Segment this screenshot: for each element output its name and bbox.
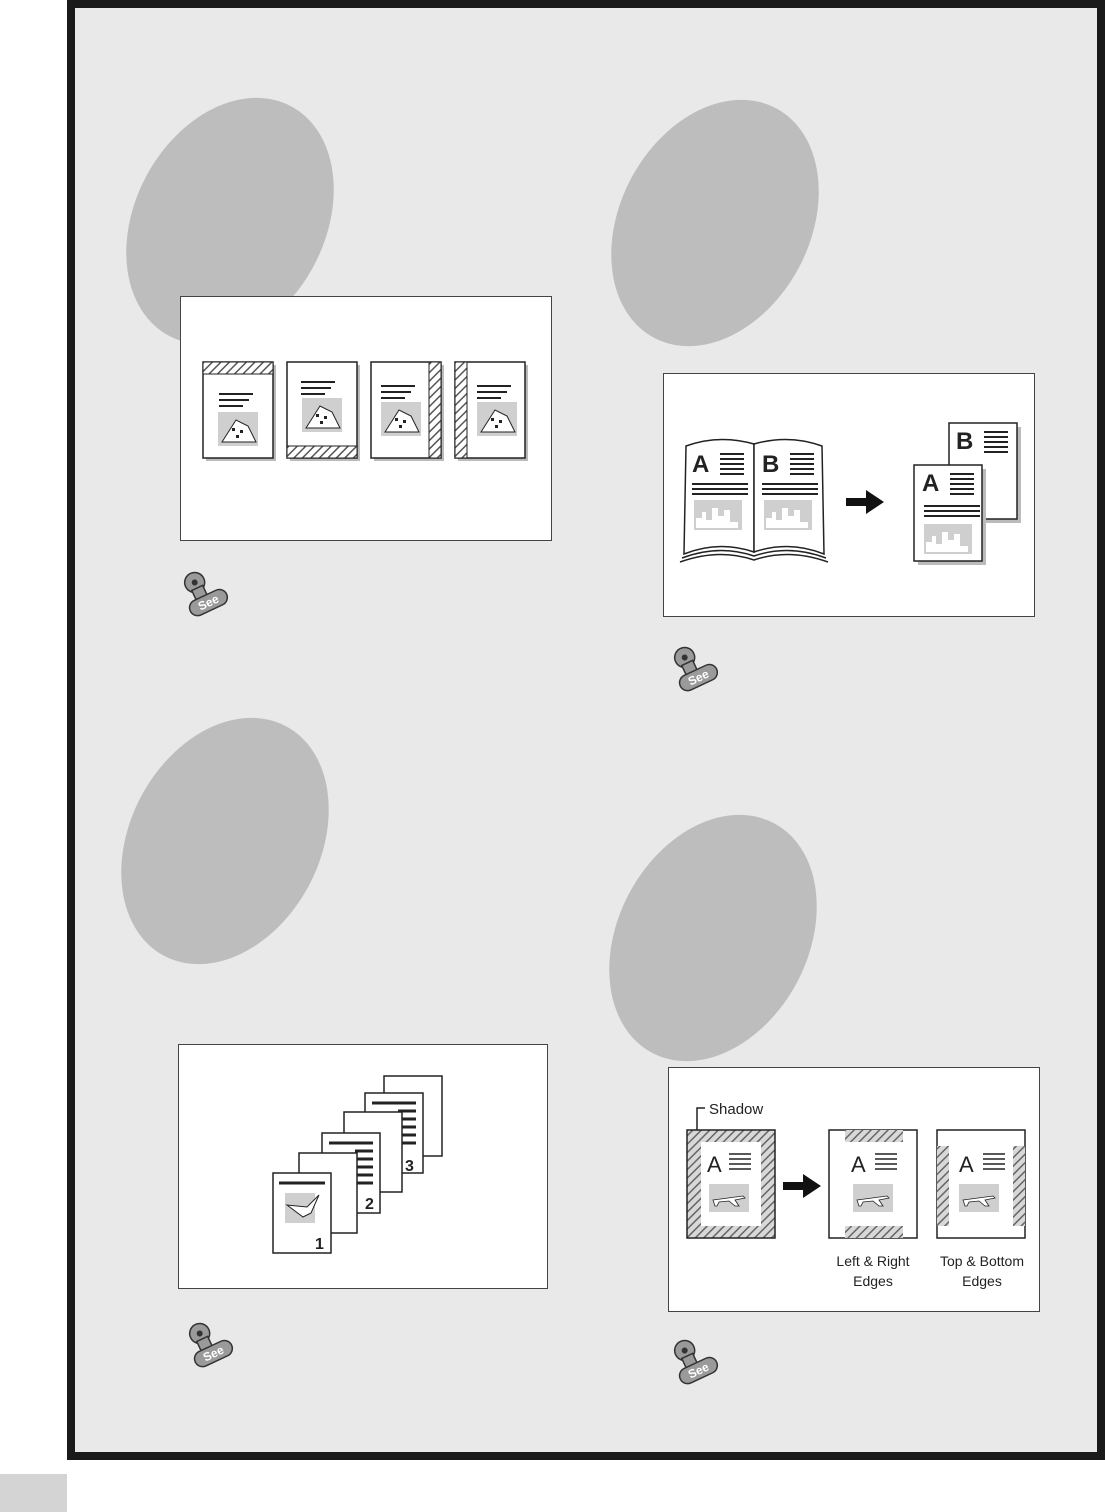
section-badge-bottom-left [80,681,370,1001]
see-reference-icon[interactable]: See [182,1311,242,1369]
page-b-label: B [762,451,779,478]
page-a-label: A [692,451,709,478]
set-2-label: 2 [365,1196,374,1213]
see-reference-icon[interactable]: See [667,1328,727,1386]
edge-erase-illustration [180,296,552,541]
shadow-label: Shadow [709,1101,763,1118]
page-a-copy-label: A [922,470,939,497]
page-b-copy-label: B [956,428,973,455]
set-3-label: 3 [405,1158,414,1175]
top-bottom-caption-line1: Top & Bottom [940,1253,1024,1269]
result1-page-label: A [851,1152,866,1177]
section-badge-bottom-right [568,778,858,1098]
shadow-erase-illustration: Shadow A A A Left & Right Edge [668,1067,1040,1312]
shadow-source-page-label: A [707,1152,722,1177]
result2-page-label: A [959,1152,974,1177]
book-copy-illustration: A B B A [663,373,1035,617]
see-reference-icon[interactable]: See [667,635,727,693]
page-number-tab [0,1474,67,1512]
left-right-caption-line2: Edges [853,1273,893,1289]
see-reference-icon[interactable]: See [177,560,237,618]
top-bottom-caption-line2: Edges [962,1273,1002,1289]
set-1-label: 1 [315,1236,324,1253]
section-badge-top-right [570,63,860,383]
page-frame: See [67,0,1105,1460]
sorting-illustration: 3 2 1 [178,1044,548,1289]
left-right-caption-line1: Left & Right [836,1253,909,1269]
